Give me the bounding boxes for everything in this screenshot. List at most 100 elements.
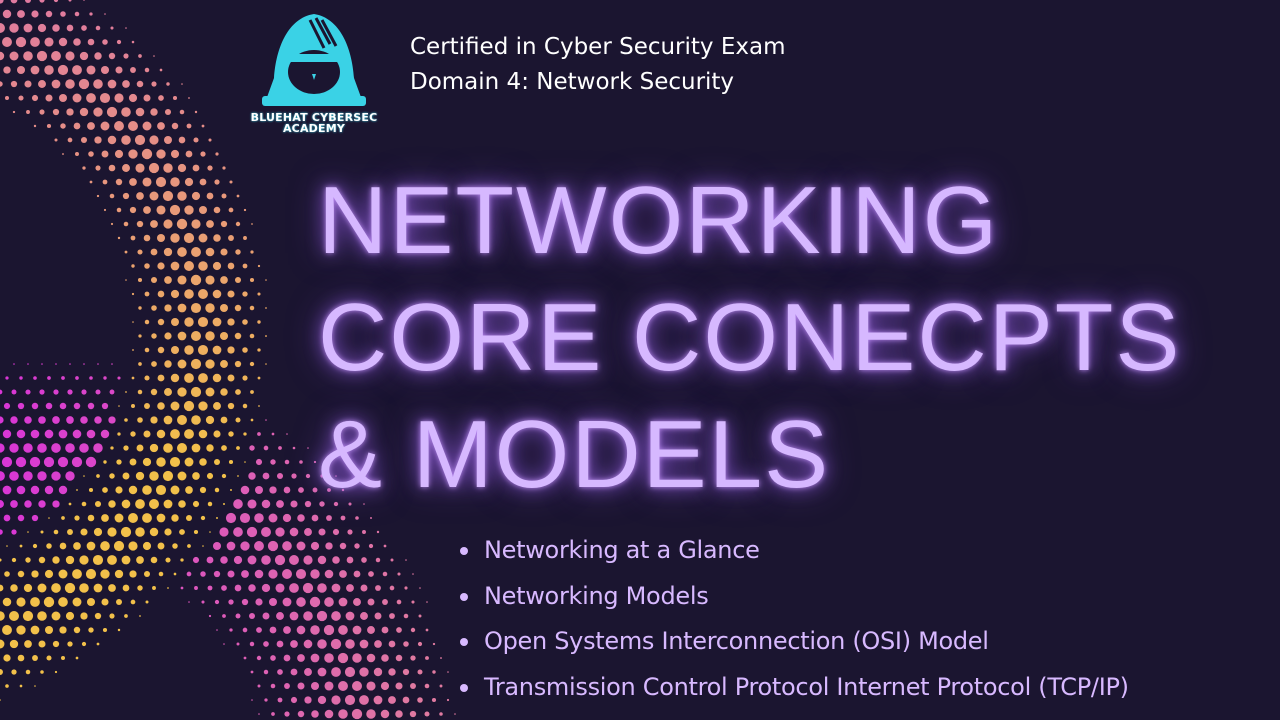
halftone-dot bbox=[38, 500, 46, 508]
halftone-dot bbox=[304, 500, 312, 508]
bullet-dot-icon bbox=[460, 638, 468, 646]
halftone-dot bbox=[220, 388, 228, 396]
halftone-dot bbox=[345, 639, 355, 649]
halftone-dot bbox=[205, 247, 215, 257]
halftone-dot bbox=[192, 556, 200, 564]
halftone-dot bbox=[38, 416, 46, 424]
halftone-dot bbox=[213, 206, 221, 214]
halftone-dot bbox=[122, 164, 130, 172]
halftone-dot bbox=[345, 611, 355, 621]
halftone-dot bbox=[88, 487, 94, 493]
halftone-dot bbox=[23, 583, 33, 593]
halftone-dot bbox=[150, 388, 158, 396]
halftone-dot bbox=[303, 611, 313, 621]
halftone-dot bbox=[145, 600, 149, 604]
halftone-dot bbox=[226, 541, 236, 551]
halftone-dot bbox=[57, 64, 69, 76]
halftone-dot bbox=[26, 110, 30, 114]
halftone-dot bbox=[135, 163, 145, 173]
halftone-dot bbox=[188, 601, 190, 603]
halftone-dot bbox=[52, 500, 60, 508]
halftone-dot bbox=[65, 611, 75, 621]
halftone-dot bbox=[206, 220, 214, 228]
halftone-dot bbox=[169, 204, 181, 216]
halftone-dot bbox=[403, 613, 409, 619]
halftone-dot bbox=[439, 712, 443, 716]
halftone-dot bbox=[178, 136, 186, 144]
halftone-dot bbox=[128, 513, 138, 523]
halftone-dot bbox=[360, 612, 368, 620]
halftone-dot bbox=[185, 486, 193, 494]
halftone-dot bbox=[275, 527, 285, 537]
halftone-dot bbox=[248, 584, 256, 592]
halftone-dot bbox=[282, 597, 292, 607]
halftone-dot bbox=[177, 415, 187, 425]
halftone-dot bbox=[25, 557, 31, 563]
halftone-dot bbox=[30, 597, 40, 607]
halftone-dot bbox=[86, 93, 96, 103]
halftone-dot bbox=[249, 641, 255, 647]
halftone-dot bbox=[205, 331, 215, 341]
halftone-dot bbox=[10, 80, 18, 88]
halftone-dot bbox=[215, 152, 219, 156]
halftone-dot bbox=[95, 165, 101, 171]
halftone-dot bbox=[310, 625, 320, 635]
halftone-dot bbox=[304, 696, 312, 704]
halftone-dot bbox=[184, 261, 194, 271]
halftone-dot bbox=[243, 236, 247, 240]
halftone-dot bbox=[122, 80, 130, 88]
halftone-dot bbox=[80, 416, 88, 424]
halftone-dot bbox=[388, 640, 396, 648]
halftone-dot bbox=[221, 473, 227, 479]
halftone-dot bbox=[124, 250, 128, 254]
halftone-dot bbox=[41, 363, 43, 365]
halftone-dot bbox=[24, 416, 32, 424]
halftone-dot bbox=[117, 236, 121, 240]
halftone-dot bbox=[108, 500, 116, 508]
halftone-dot bbox=[104, 13, 106, 15]
halftone-dot bbox=[191, 443, 201, 453]
halftone-dot bbox=[282, 569, 292, 579]
halftone-dot bbox=[3, 654, 11, 662]
halftone-dot bbox=[201, 124, 205, 128]
halftone-dot bbox=[144, 291, 150, 297]
halftone-dot bbox=[200, 571, 206, 577]
halftone-dot bbox=[58, 485, 68, 495]
halftone-dot bbox=[446, 698, 450, 702]
halftone-dot bbox=[205, 303, 215, 313]
halftone-dot bbox=[275, 583, 285, 593]
halftone-dot bbox=[257, 432, 261, 436]
halftone-dot bbox=[249, 277, 255, 283]
halftone-dot bbox=[295, 568, 307, 580]
halftone-dot bbox=[241, 598, 249, 606]
halftone-dot bbox=[206, 192, 214, 200]
halftone-dot bbox=[128, 485, 138, 495]
halftone-dot bbox=[263, 641, 269, 647]
halftone-dot bbox=[367, 598, 375, 606]
halftone-dot bbox=[192, 164, 200, 172]
halftone-dot bbox=[46, 123, 52, 129]
halftone-dot bbox=[33, 124, 37, 128]
halftone-dot bbox=[278, 446, 282, 450]
halftone-dot bbox=[419, 587, 421, 589]
halftone-dot bbox=[332, 528, 340, 536]
halftone-dot bbox=[24, 640, 32, 648]
halftone-dot bbox=[346, 584, 354, 592]
halftone-dot bbox=[93, 443, 103, 453]
halftone-dot bbox=[176, 218, 188, 230]
halftone-dot bbox=[120, 526, 132, 538]
halftone-dot bbox=[94, 500, 102, 508]
halftone-dot bbox=[0, 23, 5, 33]
halftone-dot bbox=[283, 626, 291, 634]
halftone-dot bbox=[79, 583, 89, 593]
halftone-dot bbox=[173, 572, 177, 576]
halftone-dot bbox=[101, 598, 109, 606]
halftone-dot bbox=[263, 445, 269, 451]
halftone-dot bbox=[67, 529, 73, 535]
halftone-dot bbox=[23, 23, 33, 33]
halftone-dot bbox=[167, 587, 169, 589]
halftone-dot bbox=[100, 541, 110, 551]
halftone-dot bbox=[171, 122, 179, 130]
halftone-dot bbox=[359, 695, 369, 705]
halftone-dot bbox=[192, 472, 200, 480]
